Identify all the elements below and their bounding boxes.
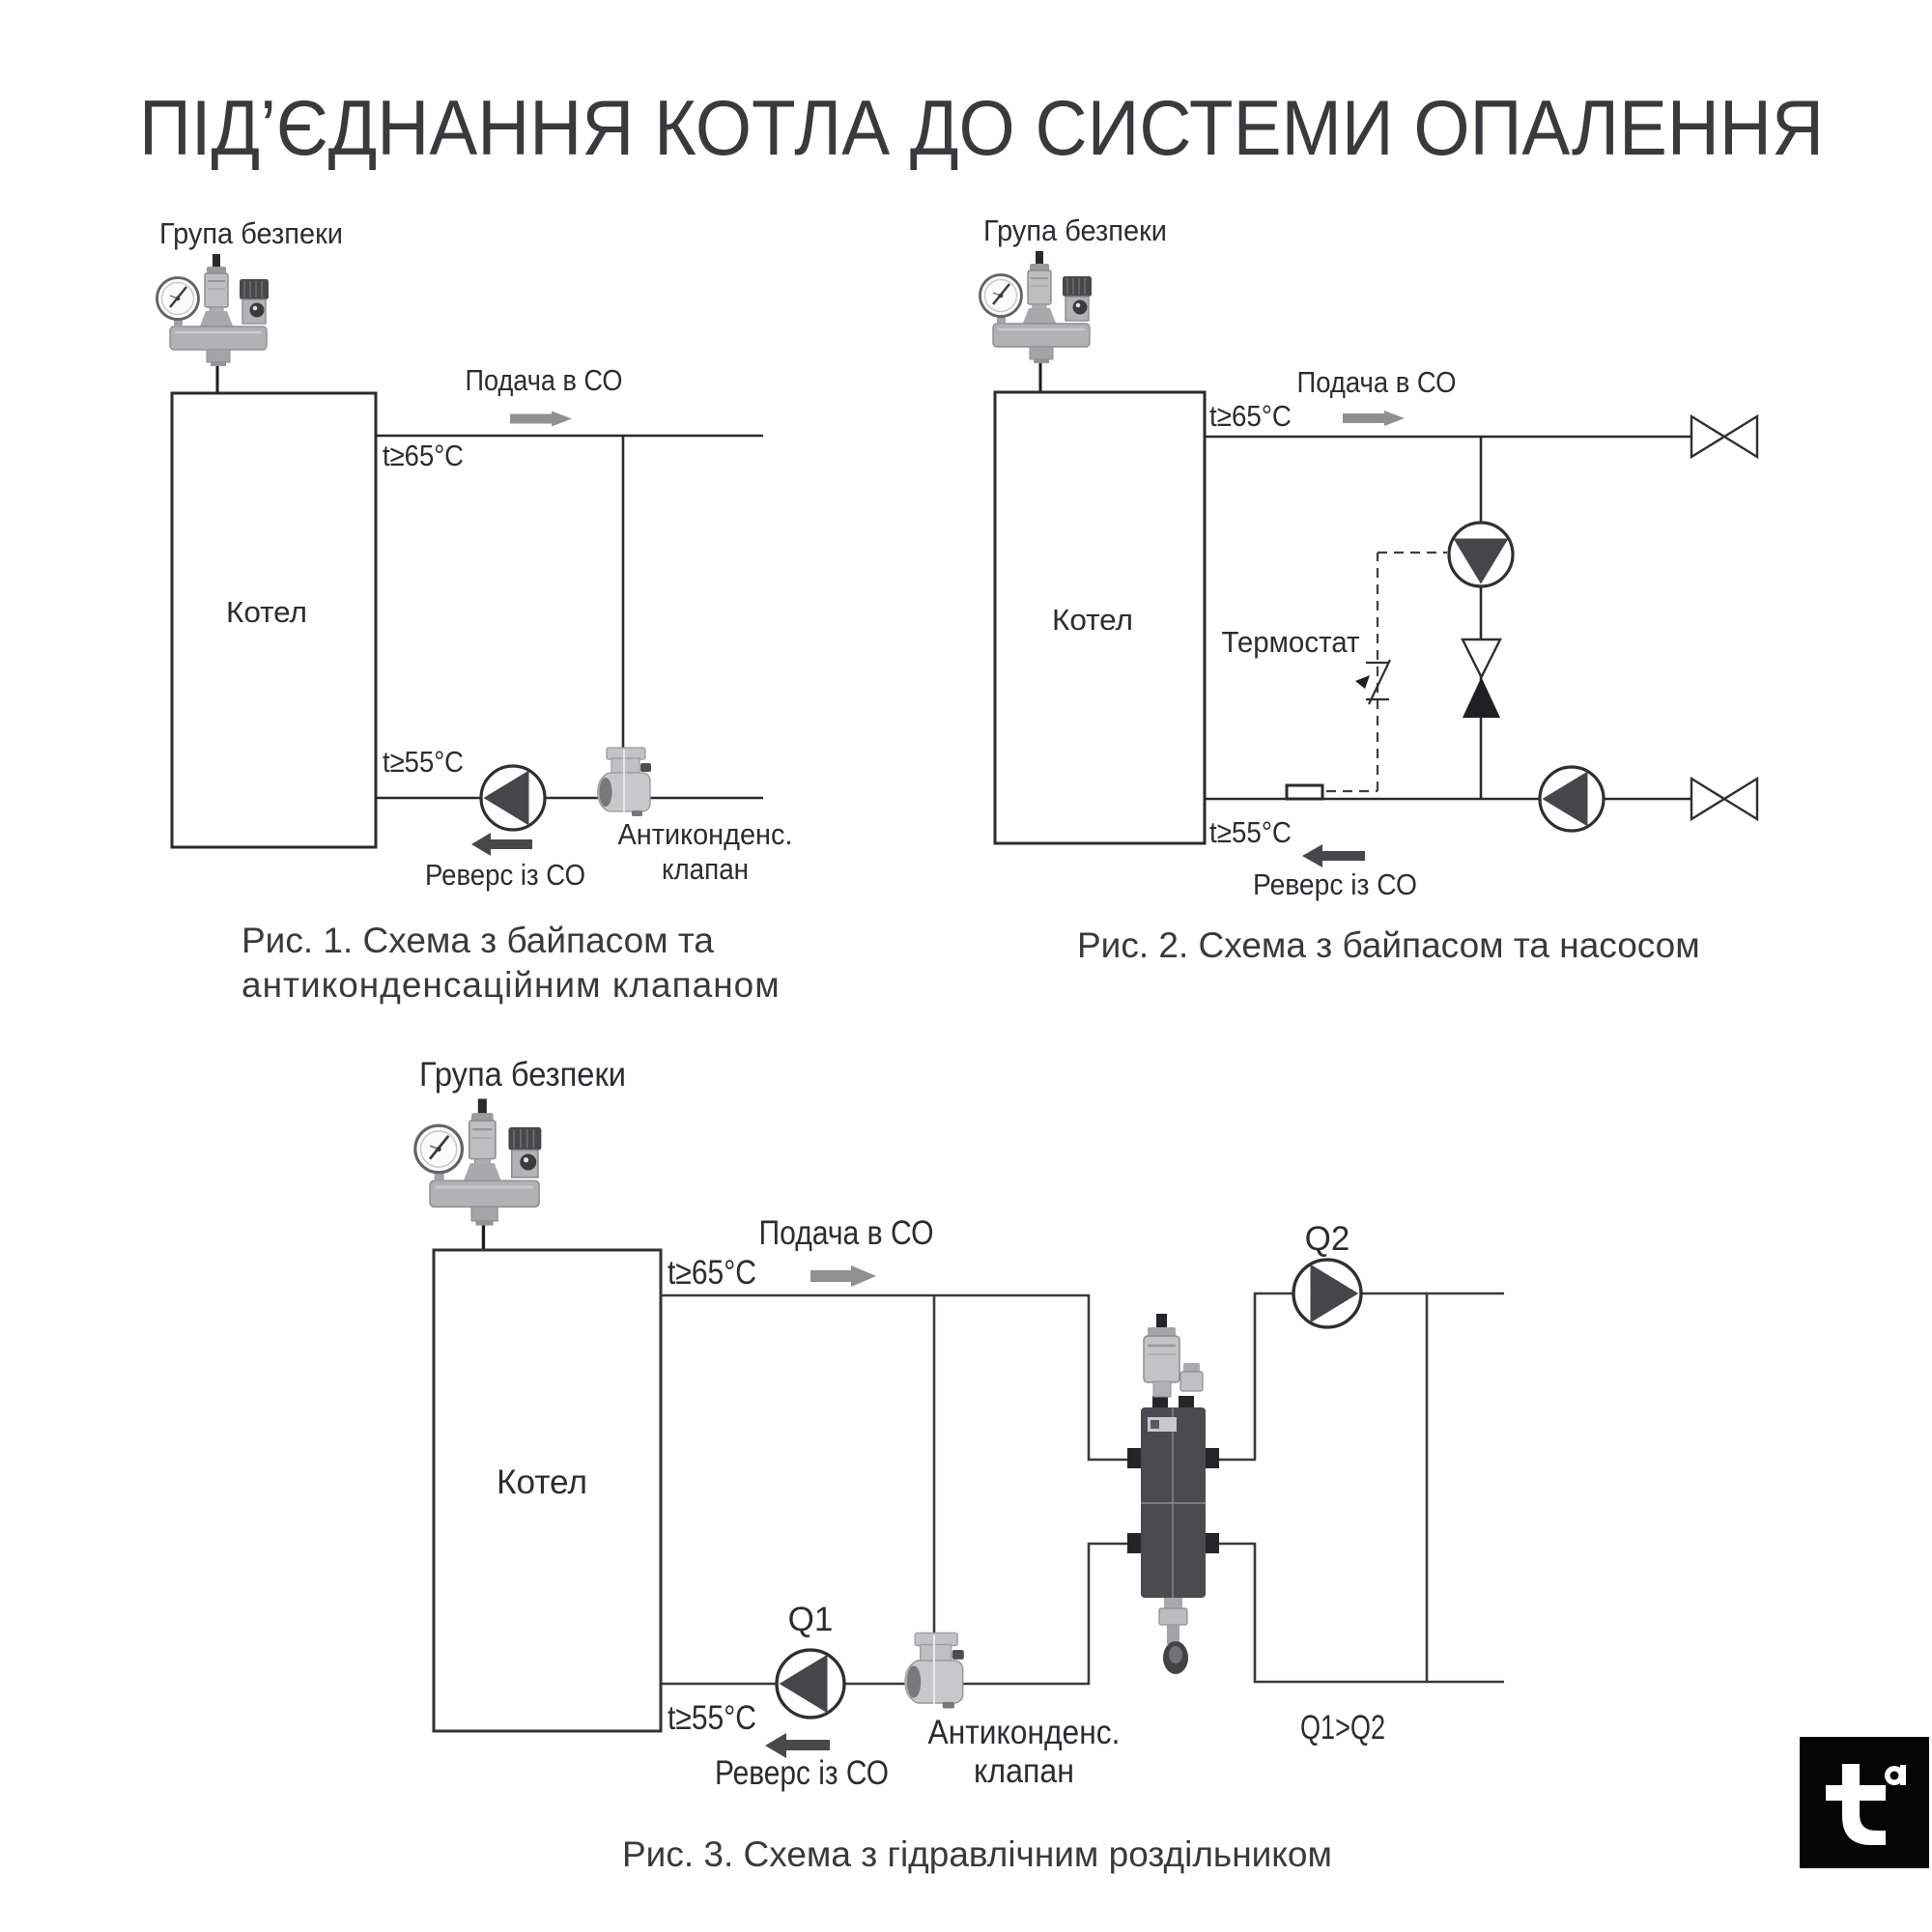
svg-text:клапан: клапан: [974, 1752, 1074, 1790]
svg-text:ПІД’ЄДНАННЯ КОТЛА ДО СИСТЕМИ О: ПІД’ЄДНАННЯ КОТЛА ДО СИСТЕМИ ОПАЛЕННЯ: [139, 85, 1824, 172]
svg-text:Котел: Котел: [497, 1463, 587, 1501]
svg-text:Група безпеки: Група безпеки: [419, 1056, 626, 1094]
svg-text:Q1: Q1: [788, 1601, 834, 1638]
svg-text:t≥55°C: t≥55°C: [668, 1699, 756, 1737]
svg-text:t≥65°C: t≥65°C: [1209, 399, 1292, 433]
svg-text:t≥55°C: t≥55°C: [383, 745, 464, 779]
svg-text:Q2: Q2: [1305, 1220, 1350, 1258]
svg-text:Реверс із СО: Реверс із СО: [425, 858, 585, 892]
svg-text:Реверс із СО: Реверс із СО: [1253, 867, 1417, 901]
svg-text:Q1>Q2: Q1>Q2: [1300, 1709, 1385, 1747]
svg-text:Рис. 2. Схема з байпасом та на: Рис. 2. Схема з байпасом та насосом: [1077, 925, 1700, 965]
svg-text:t≥65°C: t≥65°C: [383, 439, 464, 472]
svg-text:Група безпеки: Група безпеки: [983, 213, 1167, 247]
svg-text:антиконденсаційним клапаном: антиконденсаційним клапаном: [242, 965, 781, 1005]
svg-text:Реверс із СО: Реверс із СО: [715, 1754, 889, 1792]
svg-text:Рис. 3. Схема з гідравлічним р: Рис. 3. Схема з гідравлічним роздільнико…: [622, 1834, 1332, 1874]
svg-text:Котел: Котел: [1052, 603, 1133, 637]
svg-text:Група безпеки: Група безпеки: [159, 216, 343, 250]
svg-text:Антиконденс.: Антиконденс.: [928, 1714, 1121, 1751]
svg-text:Подача в СО: Подача в СО: [466, 363, 623, 397]
svg-text:Котел: Котел: [226, 595, 307, 629]
svg-text:Термостат: Термостат: [1222, 625, 1360, 659]
svg-text:клапан: клапан: [662, 852, 749, 886]
svg-text:Рис. 1. Схема з байпасом та: Рис. 1. Схема з байпасом та: [242, 921, 714, 960]
svg-text:t≥65°C: t≥65°C: [668, 1254, 756, 1292]
svg-text:Подача в СО: Подача в СО: [759, 1214, 934, 1252]
svg-text:Подача в СО: Подача в СО: [1297, 365, 1457, 399]
svg-text:Антиконденс.: Антиконденс.: [618, 817, 793, 851]
svg-text:t≥55°C: t≥55°C: [1209, 815, 1292, 849]
